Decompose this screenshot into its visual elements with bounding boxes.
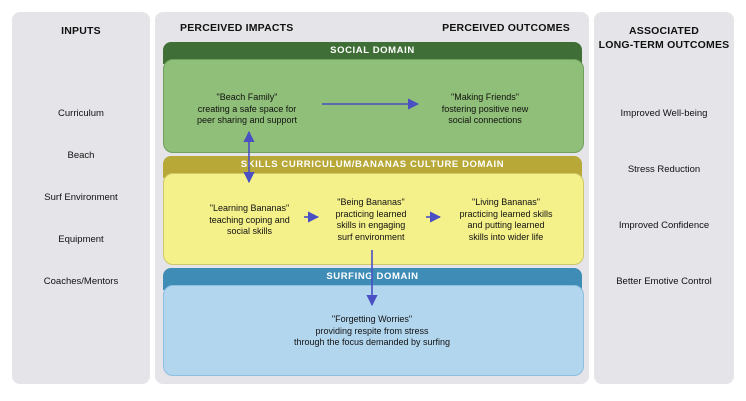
long-term-outcomes-title: ASSOCIATED LONG-TERM OUTCOMES	[594, 24, 734, 52]
input-curriculum: Curriculum	[58, 108, 104, 119]
node-living-bananas: "Living Bananas" practicing learned skil…	[440, 197, 572, 243]
node-forgetting-worries: "Forgetting Worries" providing respite f…	[272, 314, 472, 349]
long-term-title-line1: ASSOCIATED	[628, 25, 700, 37]
being-bananas-line1: practicing learned	[335, 208, 407, 219]
learning-bananas-line1: teaching coping and	[209, 214, 290, 225]
input-beach: Beach	[67, 150, 95, 161]
node-making-friends: "Making Friends" fostering positive new …	[425, 92, 545, 127]
long-term-outcomes-panel	[594, 12, 734, 384]
being-bananas-title: "Being Bananas"	[337, 197, 405, 207]
outcome-improved-well-being: Improved Well-being	[620, 108, 708, 119]
inputs-title: INPUTS	[61, 25, 101, 37]
living-bananas-title: "Living Bananas"	[472, 197, 540, 207]
making-friends-line2: social connections	[448, 115, 522, 125]
outcome-improved-confidence: Improved Confidence	[618, 220, 710, 231]
beach-family-line2: peer sharing and support	[196, 115, 298, 125]
node-being-bananas: "Being Bananas" practicing learned skill…	[316, 197, 426, 243]
social-domain-header: SOCIAL DOMAIN	[163, 42, 582, 64]
social-domain-body	[163, 59, 584, 153]
perceived-outcomes-title: PERCEIVED OUTCOMES	[442, 22, 570, 34]
input-surf-environment: Surf Environment	[44, 192, 118, 203]
forgetting-worries-line2: through the focus demanded by surfing	[293, 337, 451, 347]
learning-bananas-line2: social skills	[226, 226, 272, 236]
making-friends-title: "Making Friends"	[451, 92, 519, 102]
inputs-panel	[12, 12, 150, 384]
input-coaches-mentors: Coaches/Mentors	[43, 276, 119, 287]
learning-bananas-title: "Learning Bananas"	[209, 203, 290, 213]
skills-domain-header: SKILLS CURRICULUM/BANANAS CULTURE DOMAIN	[163, 156, 582, 178]
perceived-impacts-title: PERCEIVED IMPACTS	[180, 22, 294, 34]
living-bananas-line1: practicing learned skills	[459, 208, 553, 219]
node-beach-family: "Beach Family" creating a safe space for…	[182, 92, 312, 127]
making-friends-line1: fostering positive new	[441, 103, 529, 114]
beach-family-line1: creating a safe space for	[197, 103, 297, 114]
forgetting-worries-title: "Forgetting Worries"	[331, 314, 413, 324]
forgetting-worries-line1: providing respite from stress	[315, 325, 429, 336]
outcome-stress-reduction: Stress Reduction	[627, 164, 701, 175]
skills-domain-body	[163, 173, 584, 265]
beach-family-title: "Beach Family"	[216, 92, 278, 102]
living-bananas-line3: skills into wider life	[468, 231, 544, 242]
being-bananas-line2: skills in engaging	[336, 220, 406, 230]
being-bananas-line3: surf environment	[337, 231, 405, 242]
outcome-better-emotive-control: Better Emotive Control	[616, 276, 712, 287]
long-term-title-line2: LONG-TERM OUTCOMES	[598, 39, 730, 51]
node-learning-bananas: "Learning Bananas" teaching coping and s…	[192, 203, 307, 238]
living-bananas-line2: and putting learned	[467, 220, 545, 230]
input-equipment: Equipment	[58, 234, 104, 245]
